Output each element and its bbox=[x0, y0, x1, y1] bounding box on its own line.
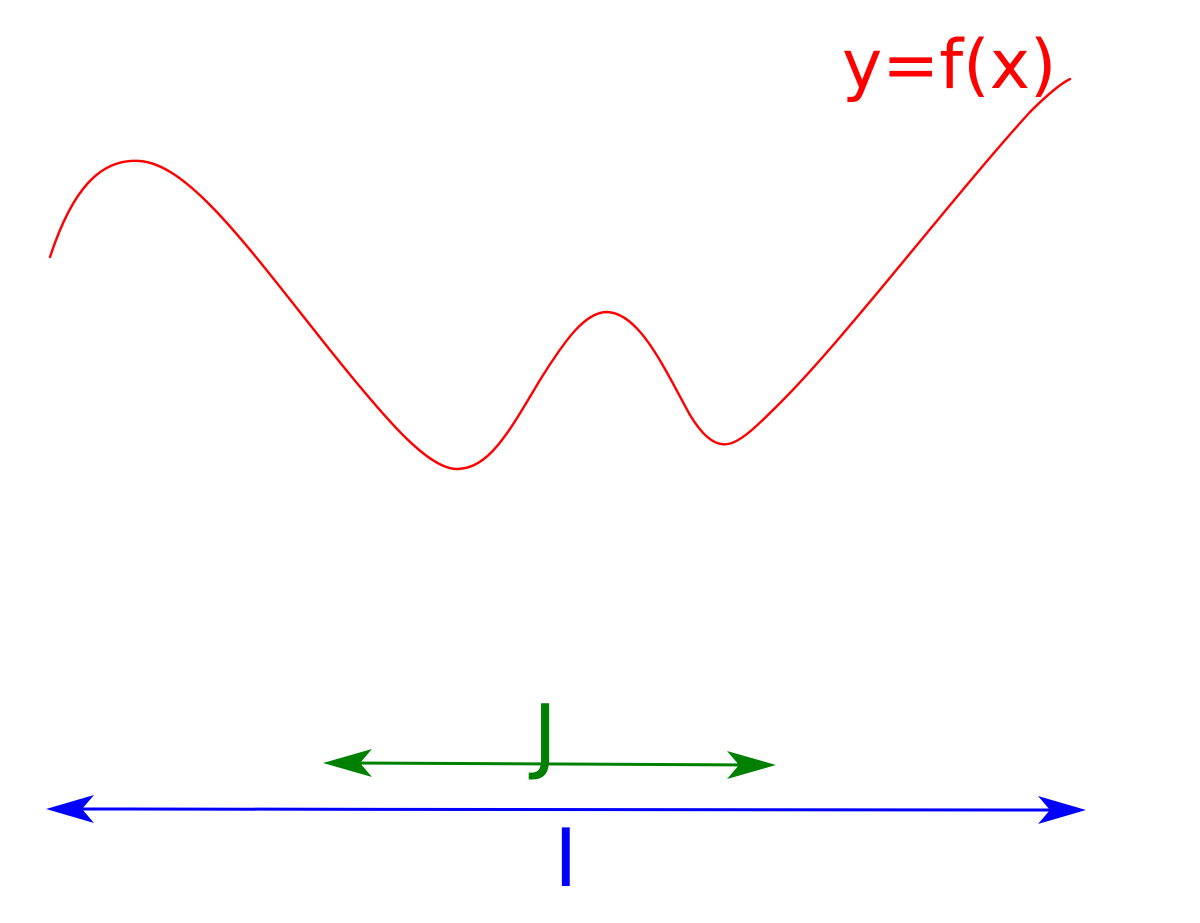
interval-i-label: I bbox=[554, 812, 578, 905]
interval-j-arrow bbox=[323, 749, 776, 779]
interval-i-arrow bbox=[46, 795, 1086, 824]
function-curve bbox=[48, 77, 1072, 471]
interval-j-right-arrowhead bbox=[727, 751, 776, 779]
interval-i-line bbox=[67, 807, 1065, 812]
interval-i-right-arrowhead bbox=[1038, 796, 1086, 824]
interval-i-left-arrowhead bbox=[46, 795, 94, 823]
function-label: y=f(x) bbox=[842, 26, 1056, 105]
interval-j-line bbox=[344, 761, 753, 767]
interval-j-left-arrowhead bbox=[323, 749, 372, 777]
interval-j-label: J bbox=[528, 688, 557, 783]
